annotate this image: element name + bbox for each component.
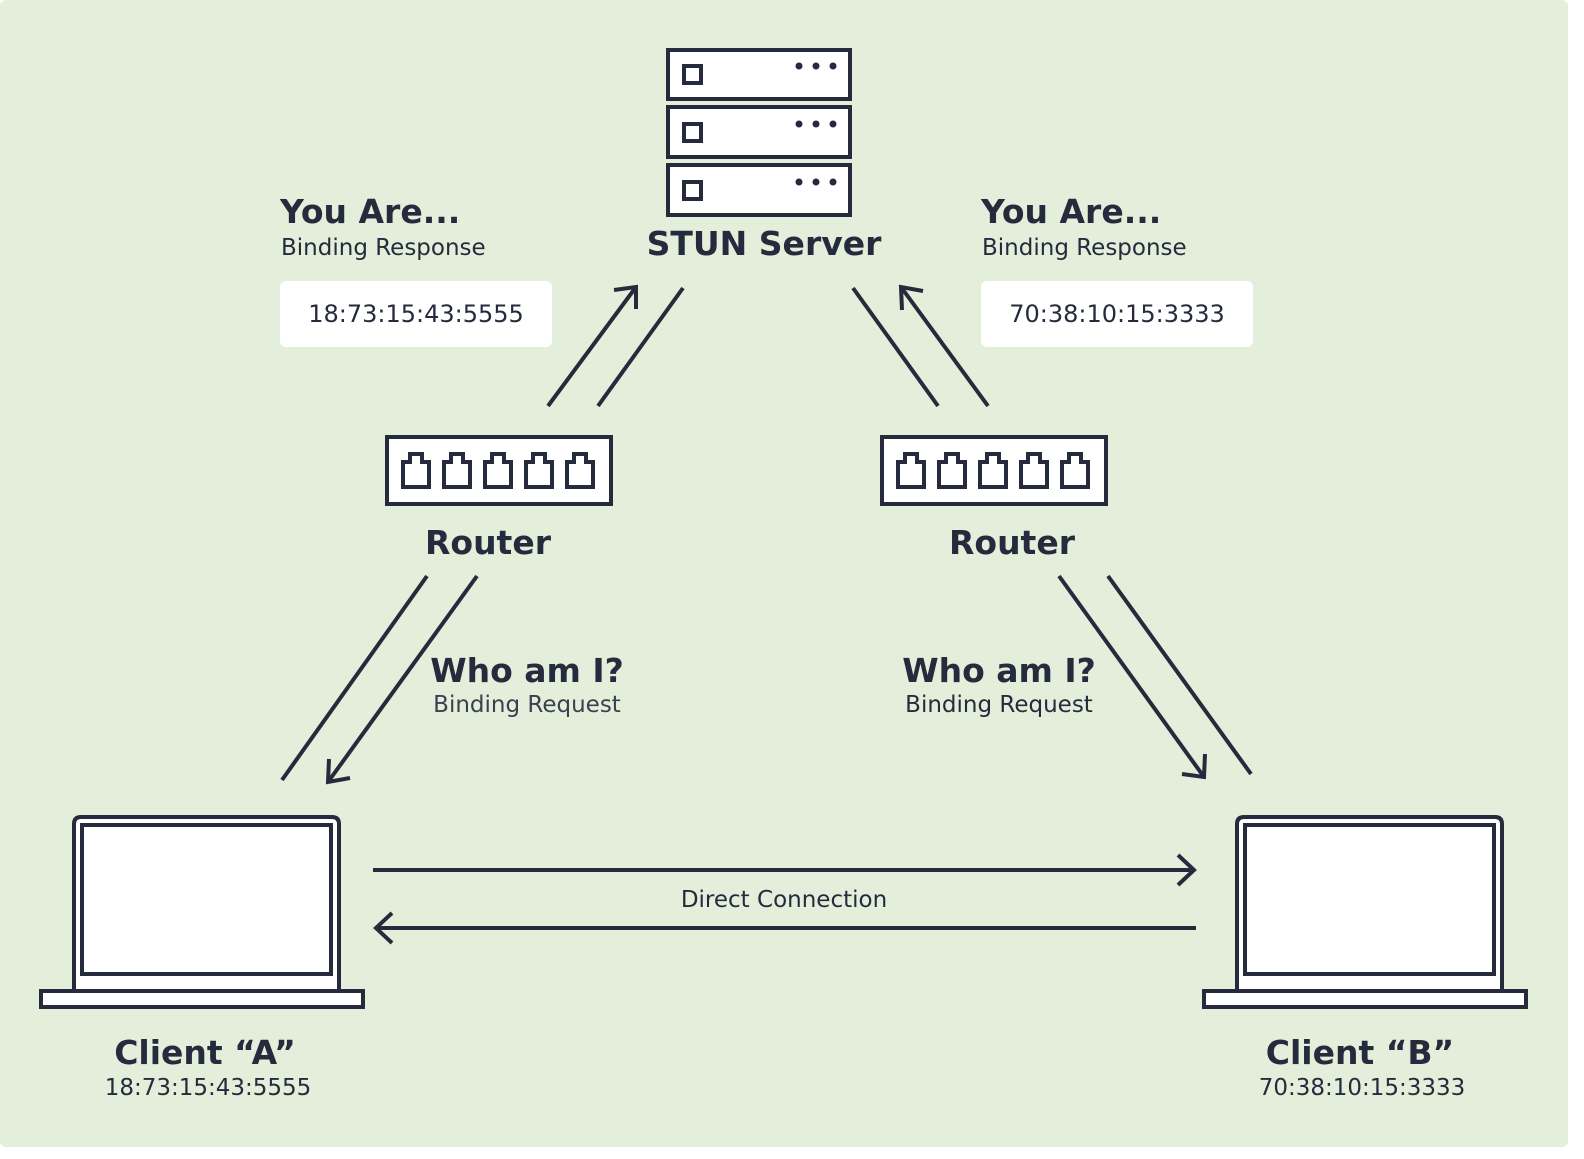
left-response-address-box: 18:73:15:43:5555 [280, 281, 552, 347]
right-response-title: You Are... [981, 192, 1162, 231]
right-response-address-box: 70:38:10:15:3333 [981, 281, 1253, 347]
server-to-left-router-line [596, 286, 685, 408]
client-a-address: 18:73:15:43:5555 [104, 1075, 312, 1101]
client-b-address: 70:38:10:15:3333 [1258, 1075, 1466, 1101]
left-router-to-server-arrowhead [613, 284, 638, 309]
server-rack-icon [666, 48, 852, 217]
right-request-subtitle: Binding Request [905, 692, 1093, 718]
diagram-graphics [39, 48, 1528, 1009]
right-request-title: Who am I? [902, 651, 1096, 690]
client-a-to-left-router-line [280, 574, 429, 782]
stun-server-label: STUN Server [646, 224, 882, 263]
left-response-title: You Are... [280, 192, 461, 231]
client-b-name: Client “B” [1265, 1033, 1455, 1072]
client-b-to-right-router-line [1106, 574, 1253, 776]
left-router-label: Router [424, 523, 551, 562]
left-router-icon [385, 435, 613, 506]
right-router-to-server-arrowhead [898, 284, 924, 311]
server-to-right-router-line [851, 286, 940, 408]
right-router-icon [880, 435, 1108, 506]
right-response-subtitle: Binding Response [982, 235, 1187, 261]
left-response-subtitle: Binding Response [281, 235, 486, 261]
right-response-address: 70:38:10:15:3333 [1009, 300, 1225, 328]
right-router-label: Router [948, 523, 1075, 562]
left-response-address: 18:73:15:43:5555 [308, 300, 524, 328]
right-router-to-server-arrow [899, 285, 990, 408]
right-router-to-client-b-arrow [1057, 574, 1206, 779]
left-request-title: Who am I? [430, 651, 624, 690]
left-request-subtitle: Binding Request [433, 692, 621, 718]
left-router-to-server-arrow [546, 285, 638, 408]
direct-connection-arrowhead-right [1176, 853, 1197, 887]
direct-connection-label: Direct Connection [680, 887, 888, 913]
diagram-canvas: STUN Server You Are... Binding Response … [0, 0, 1568, 1147]
left-router-to-client-a-arrowhead [325, 758, 351, 785]
direct-connection-arrowhead-left [373, 911, 394, 945]
client-b-laptop-icon [1202, 815, 1528, 1009]
left-router-to-client-a-arrow [326, 574, 479, 784]
client-a-name: Client “A” [114, 1033, 296, 1072]
right-router-to-client-b-arrowhead [1181, 753, 1207, 780]
client-a-laptop-icon [39, 815, 365, 1009]
